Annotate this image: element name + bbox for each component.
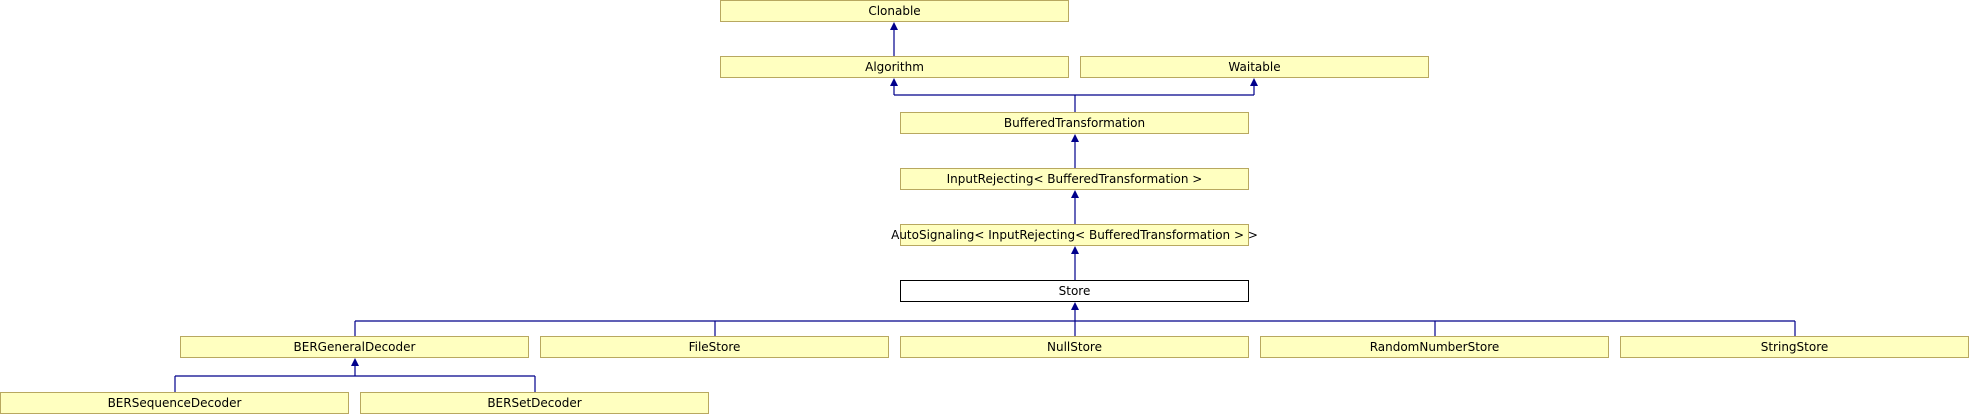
node-algorithm[interactable]: Algorithm	[720, 56, 1069, 78]
node-ber-sequence-decoder[interactable]: BERSequenceDecoder	[0, 392, 349, 414]
node-auto-signaling[interactable]: AutoSignaling< InputRejecting< BufferedT…	[891, 224, 1258, 246]
node-buffered-transformation[interactable]: BufferedTransformation	[900, 112, 1249, 134]
node-ber-general-decoder[interactable]: BERGeneralDecoder	[180, 336, 529, 358]
node-waitable[interactable]: Waitable	[1080, 56, 1429, 78]
node-file-store[interactable]: FileStore	[540, 336, 889, 358]
node-ber-set-decoder[interactable]: BERSetDecoder	[360, 392, 709, 414]
node-string-store[interactable]: StringStore	[1620, 336, 1969, 358]
node-input-rejecting[interactable]: InputRejecting< BufferedTransformation >	[900, 168, 1249, 190]
node-random-number-store[interactable]: RandomNumberStore	[1260, 336, 1609, 358]
node-clonable[interactable]: Clonable	[720, 0, 1069, 22]
node-store: Store	[900, 280, 1249, 302]
node-null-store[interactable]: NullStore	[900, 336, 1249, 358]
